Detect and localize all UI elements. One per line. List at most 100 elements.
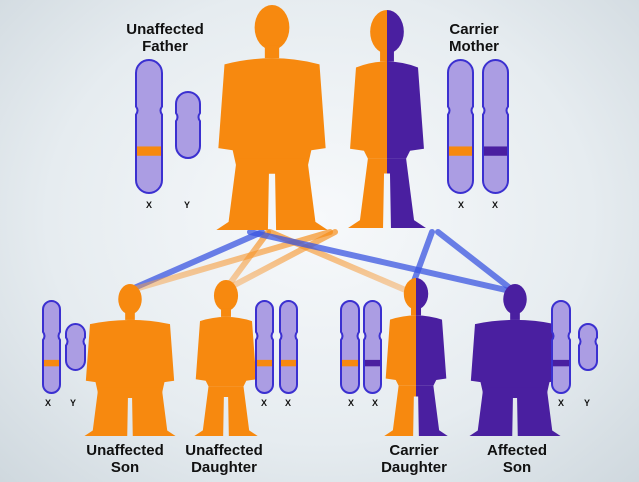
- torso-shape: [218, 58, 326, 169]
- legs-shape: [348, 158, 387, 228]
- neck-shape: [264, 45, 280, 59]
- chromosome-body: [175, 91, 201, 159]
- neck-shape: [416, 306, 422, 316]
- gene-band: [281, 359, 296, 367]
- silhouette-part: [194, 280, 258, 436]
- child4-label-line1: Affected: [487, 442, 547, 459]
- inheritance-line: [222, 229, 338, 293]
- chromosome-body: [482, 59, 509, 194]
- affected-son-silhouette: [469, 284, 561, 436]
- mother-x2-label: X: [492, 200, 498, 210]
- son2-y-label: Y: [584, 398, 590, 408]
- torso-shape: [385, 315, 416, 386]
- gene-band: [342, 359, 358, 367]
- daughter2-x2-label: X: [372, 398, 378, 408]
- chromosome-body: [65, 323, 86, 371]
- chromosome-body: [551, 300, 571, 394]
- silhouette-part: [416, 278, 448, 436]
- gene-band: [137, 146, 161, 156]
- father-title-line1: Unaffected: [126, 21, 204, 38]
- head-shape: [503, 284, 527, 315]
- child1-label-line2: Son: [111, 459, 139, 476]
- unaffected-father-silhouette: [216, 5, 328, 230]
- chromosome-body: [578, 323, 598, 371]
- daughter1-x1-chromosome: [255, 300, 274, 394]
- legs-shape: [387, 158, 426, 228]
- chromosome-body: [447, 59, 474, 194]
- torso-shape: [350, 61, 387, 159]
- legs-shape: [384, 385, 416, 436]
- unaffected-son-silhouette: [84, 284, 176, 436]
- mother-x1-label: X: [458, 200, 464, 210]
- silhouette-part: [216, 5, 328, 230]
- son1-y-chromosome: [65, 323, 86, 371]
- chromosome-body: [255, 300, 274, 394]
- chromosome-body: [340, 300, 360, 394]
- son2-x-label: X: [558, 398, 564, 408]
- father-y-label: Y: [184, 200, 190, 210]
- father-x-label: X: [146, 200, 152, 210]
- unaffected-daughter-silhouette: [194, 280, 258, 436]
- legs-shape: [216, 158, 328, 230]
- head-shape: [416, 278, 429, 310]
- son1-x-chromosome: [42, 300, 61, 394]
- legs-shape: [469, 387, 561, 436]
- head-shape: [403, 278, 416, 310]
- gene-band: [365, 359, 380, 367]
- daughter1-x1-label: X: [261, 398, 267, 408]
- mother-title-line1: Carrier: [449, 21, 498, 38]
- inheritance-line: [247, 229, 518, 295]
- neck-shape: [221, 308, 231, 317]
- inheritance-lines: [122, 229, 518, 295]
- legs-shape: [194, 386, 258, 436]
- torso-shape: [416, 315, 447, 386]
- silhouette-part: [387, 10, 426, 228]
- neck-shape: [510, 311, 520, 320]
- child4-label-line2: Son: [503, 459, 531, 476]
- mother-title-line2: Mother: [449, 38, 499, 55]
- neck-shape: [380, 49, 387, 62]
- carrier-daughter-silhouette: [384, 278, 448, 436]
- torso-shape: [195, 316, 257, 387]
- silhouette-part: [84, 284, 176, 436]
- gene-band: [449, 146, 472, 156]
- son1-x-label: X: [45, 398, 51, 408]
- head-shape: [213, 280, 239, 312]
- neck-shape: [387, 49, 394, 62]
- chromosome-body: [42, 300, 61, 394]
- inheritance-line: [222, 229, 271, 293]
- mother-x1-chromosome: [447, 59, 474, 194]
- neck-shape: [410, 306, 416, 316]
- child3-label-line1: Carrier: [389, 442, 438, 459]
- people: [84, 5, 561, 436]
- head-shape: [370, 10, 387, 54]
- gene-band: [484, 146, 507, 156]
- chromosomes: [42, 59, 598, 394]
- mother-x2-chromosome: [482, 59, 509, 194]
- torso-shape: [470, 319, 560, 395]
- carrier-mother-silhouette: [348, 10, 426, 228]
- son1-y-label: Y: [70, 398, 76, 408]
- neck-shape: [125, 311, 135, 320]
- inheritance-line: [122, 229, 265, 295]
- inheritance-line: [435, 229, 518, 295]
- silhouette-part: [469, 284, 561, 436]
- son2-x-chromosome: [551, 300, 571, 394]
- child2-label-line2: Daughter: [191, 459, 257, 476]
- legs-shape: [84, 387, 176, 436]
- child1-label-line1: Unaffected: [86, 442, 164, 459]
- gene-band: [553, 359, 569, 367]
- father-x-chromosome: [135, 59, 163, 194]
- head-shape: [387, 10, 404, 54]
- silhouette-part: [384, 278, 416, 436]
- gene-band: [257, 359, 272, 367]
- daughter2-x1-label: X: [348, 398, 354, 408]
- daughter2-x1-chromosome: [340, 300, 360, 394]
- legs-shape: [416, 385, 448, 436]
- chromosome-body: [135, 59, 163, 194]
- head-shape: [254, 5, 290, 50]
- head-shape: [118, 284, 142, 315]
- daughter2-x2-chromosome: [363, 300, 382, 394]
- daughter1-x2-label: X: [285, 398, 291, 408]
